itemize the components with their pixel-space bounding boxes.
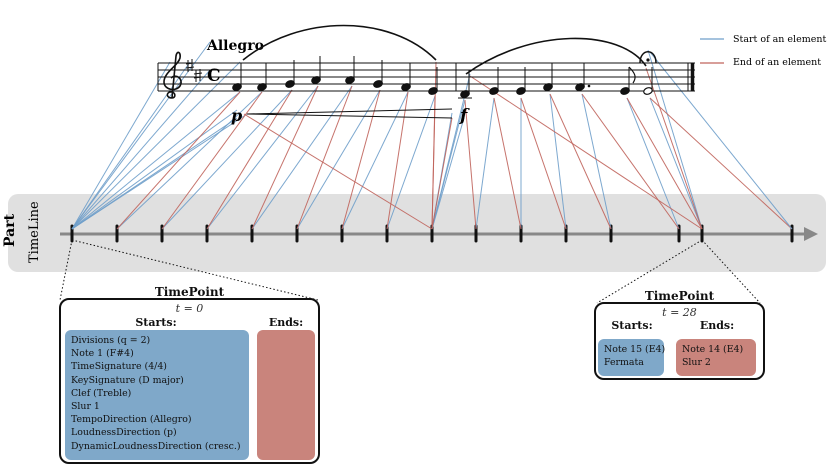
list-item: DynamicLoudnessDirection (cresc.) xyxy=(71,440,241,452)
timepoint-title: TimePoint xyxy=(154,285,225,299)
list-item: Note 1 (F#4) xyxy=(71,348,134,360)
start-connector xyxy=(206,85,319,230)
key-signature-sharps xyxy=(185,59,203,82)
end-connector xyxy=(520,97,567,230)
note xyxy=(373,60,383,88)
timepoint-time: t = 0 xyxy=(175,302,204,315)
start-connector xyxy=(71,91,241,230)
time-signature: C xyxy=(207,66,221,86)
ends-list xyxy=(257,330,315,460)
note xyxy=(257,63,267,91)
end-connector xyxy=(626,97,703,230)
list-item: TempoDirection (Allegro) xyxy=(71,414,192,426)
start-connector xyxy=(626,97,680,230)
slur-2 xyxy=(465,37,647,75)
end-connector xyxy=(243,113,433,230)
starts-label: Starts: xyxy=(611,319,653,332)
legend-end-label: End of an element xyxy=(733,57,821,68)
notes xyxy=(232,56,653,99)
note xyxy=(516,67,526,95)
start-connector xyxy=(71,61,241,230)
note xyxy=(489,67,499,95)
ends-label: Ends: xyxy=(699,319,735,332)
start-connector xyxy=(341,91,409,230)
list-item: Slur 2 xyxy=(682,357,711,369)
connector-lines xyxy=(71,41,793,230)
timepoint-box-t0: TimePoint t = 0 Starts: Ends: Divisions … xyxy=(59,285,320,464)
list-item: LoudnessDirection (p) xyxy=(71,427,177,439)
timeline-arrowhead xyxy=(804,227,818,241)
callout-lines xyxy=(59,239,761,304)
ends-list: Note 14 (E4) Slur 2 xyxy=(676,339,756,376)
end-connector xyxy=(431,117,453,230)
note xyxy=(428,67,438,95)
legend-start-label: Start of an element xyxy=(733,34,826,45)
start-connector xyxy=(431,73,471,230)
dynamic-p: p xyxy=(231,106,242,125)
staff xyxy=(157,62,695,92)
start-connector xyxy=(475,97,495,230)
note xyxy=(345,56,355,84)
starts-label: Starts: xyxy=(135,316,177,329)
starts-list: Note 15 (E4) Fermata xyxy=(598,339,666,376)
timepoint-time: t = 28 xyxy=(662,306,697,319)
start-connector xyxy=(251,85,353,230)
list-item: KeySignature (D major) xyxy=(71,374,184,386)
end-connector xyxy=(386,91,409,230)
end-connector xyxy=(493,97,522,230)
list-item: Slur 1 xyxy=(71,401,100,413)
note xyxy=(620,66,636,95)
start-connector xyxy=(71,41,211,230)
note xyxy=(232,63,242,91)
ends-label: Ends: xyxy=(268,316,304,329)
note xyxy=(460,70,470,98)
legend: Start of an element End of an element xyxy=(700,34,826,68)
end-connector xyxy=(549,93,612,230)
note xyxy=(285,60,295,88)
start-connector xyxy=(71,109,238,230)
treble-clef-icon xyxy=(163,51,182,99)
note xyxy=(543,63,553,91)
note xyxy=(575,63,591,91)
fermata-icon xyxy=(639,51,657,64)
end-connector xyxy=(581,93,680,230)
note xyxy=(311,56,321,84)
start-connector xyxy=(71,69,211,230)
crescendo-hairpin xyxy=(246,108,453,119)
start-connector xyxy=(649,51,793,230)
end-connector xyxy=(341,89,381,230)
note xyxy=(401,63,411,91)
start-connector xyxy=(431,117,465,230)
end-connector xyxy=(649,97,793,230)
list-item: Note 14 (E4) xyxy=(682,344,744,355)
list-item: Note 15 (E4) xyxy=(604,344,666,355)
end-connector xyxy=(251,85,319,230)
start-connector xyxy=(116,91,263,230)
dynamic-f: f xyxy=(459,106,470,126)
start-connector xyxy=(649,97,703,230)
end-connector xyxy=(464,99,477,230)
list-item: TimeSignature (4/4) xyxy=(71,361,167,373)
end-connector xyxy=(116,91,241,230)
list-item: Clef (Treble) xyxy=(71,387,132,399)
start-connector xyxy=(296,89,381,230)
list-item: Fermata xyxy=(604,357,644,369)
start-connector xyxy=(71,61,171,230)
timepoint-title: TimePoint xyxy=(644,289,715,303)
end-connector xyxy=(296,85,353,230)
start-connector xyxy=(647,49,703,230)
tempo-marking: Allegro xyxy=(206,38,264,54)
slur-1 xyxy=(242,24,437,61)
timepoint-box-t28: TimePoint t = 28 Starts: Ends: Note 15 (… xyxy=(594,289,765,380)
starts-list: Divisions (q = 2) Note 1 (F#4)TimeSignatu… xyxy=(65,330,249,460)
start-connector xyxy=(549,93,567,230)
part-label: Part xyxy=(2,213,18,247)
timeline-label: TimeLine xyxy=(27,201,42,263)
end-connector xyxy=(469,75,703,230)
list-item: Divisions (q = 2) xyxy=(71,335,151,346)
end-connector xyxy=(645,67,703,230)
note xyxy=(643,67,653,95)
start-connector xyxy=(581,93,612,230)
